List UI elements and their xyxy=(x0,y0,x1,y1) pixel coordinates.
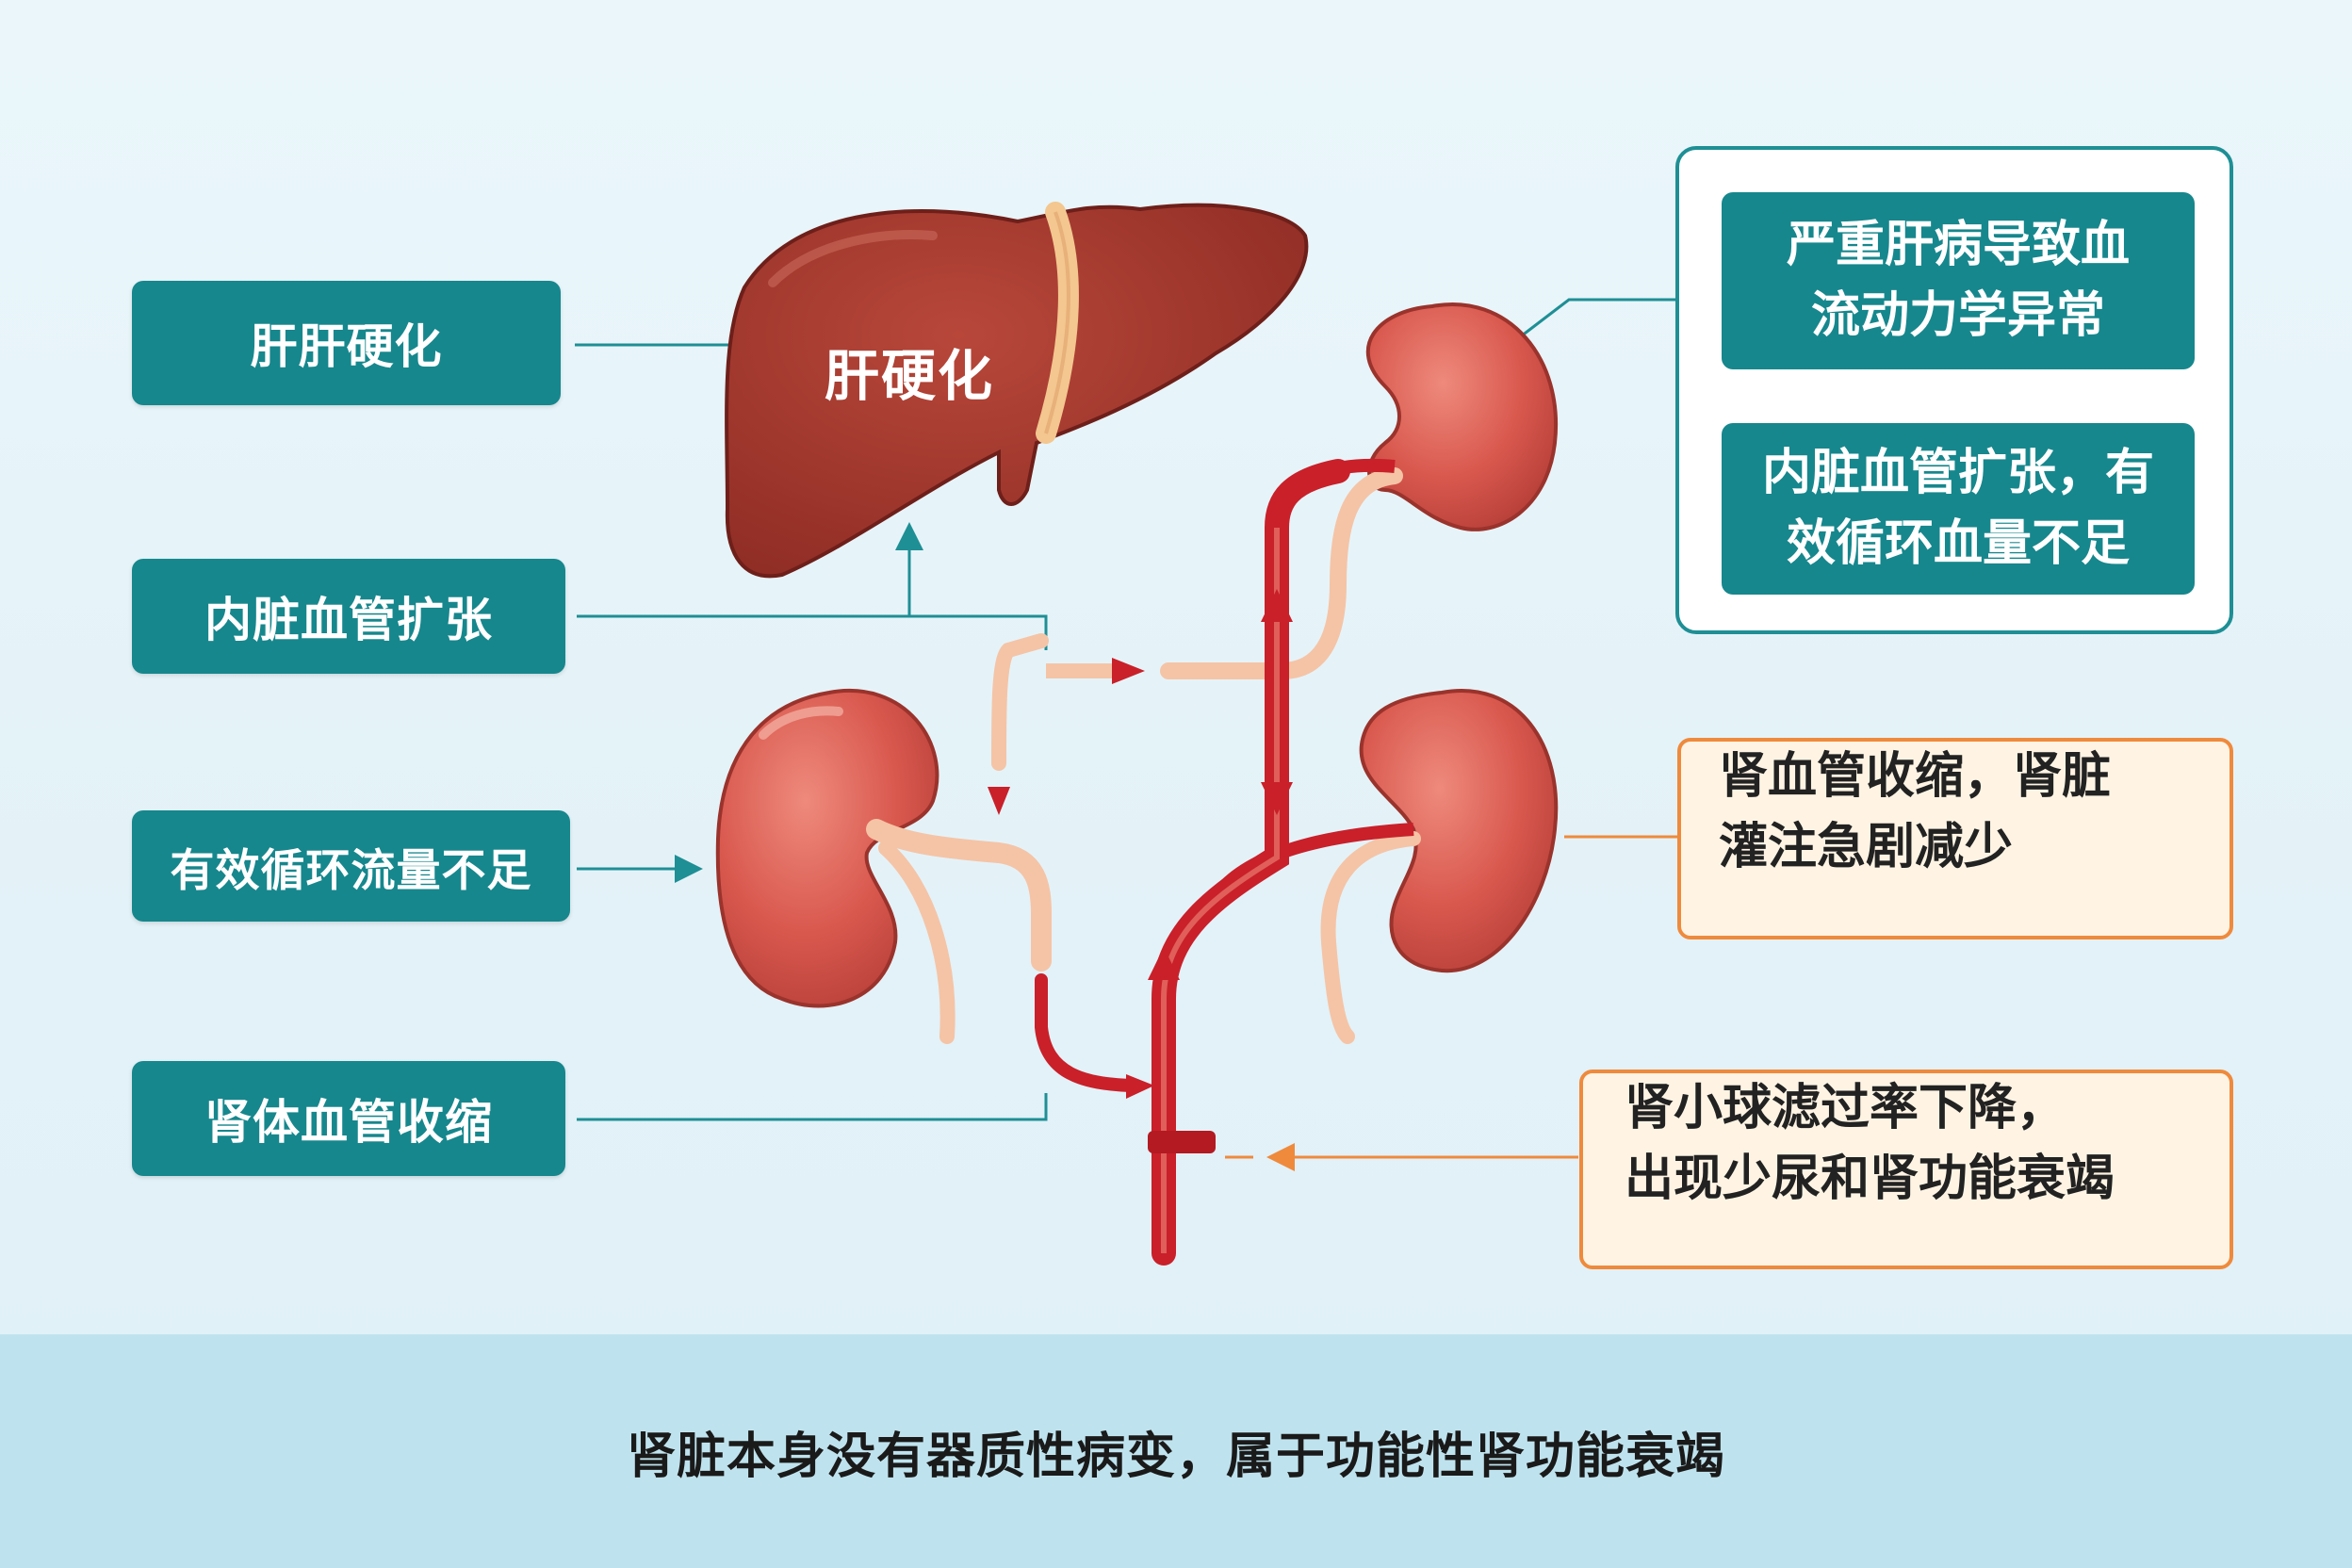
connector-visceral-dilation xyxy=(577,614,1048,650)
footer-band: 肾脏本身没有器质性病变，属于功能性肾功能衰竭 xyxy=(0,1334,2352,1568)
panel-item-visceral-dilation-line1: 内脏血管扩张，有 xyxy=(1761,444,2154,501)
label-liver-cirrhosis: 肝肝硬化 xyxy=(132,281,561,405)
label-effective-circulation-text: 有效循环流量不足 xyxy=(170,844,532,897)
label-visceral-vasodilation: 内脏血管扩张 xyxy=(132,559,565,674)
right-upper-kidney-graphic xyxy=(1160,302,1559,679)
panel-item-hemodynamic-line2: 流动力学异常 xyxy=(1810,287,2105,344)
right-mid-box-line2: 灌注急剧减少 xyxy=(1719,819,2014,876)
label-effective-circulation: 有效循环流量不足 xyxy=(132,810,570,922)
connector-renal-vasoconstriction xyxy=(577,1093,1048,1121)
footer-text: 肾脏本身没有器质性病变，属于功能性肾功能衰竭 xyxy=(626,1428,1725,1485)
aorta-graphic xyxy=(1148,459,1350,1266)
orange-connectors xyxy=(1225,835,1677,1171)
liver-graphic xyxy=(725,202,1309,579)
label-visceral-vasodilation-text: 内脏血管扩张 xyxy=(204,593,493,647)
right-bottom-box: 肾小球滤过率下降， 出现少尿和肾功能衰竭 xyxy=(1579,1070,2233,1269)
right-mid-box-line1: 肾血管收缩，肾脏 xyxy=(1719,748,2112,805)
right-bottom-box-line1: 肾小球滤过率下降， xyxy=(1625,1080,2066,1136)
label-renal-vasoconstriction: 肾体血管收缩 xyxy=(132,1061,565,1176)
connector-top-panel xyxy=(1516,298,1677,341)
right-bottom-box-line2: 出现少尿和肾功能衰竭 xyxy=(1625,1151,2115,1208)
right-top-panel: 严重肝病导致血 流动力学异常 内脏血管扩张，有 效循环血量不足 xyxy=(1675,146,2233,634)
right-mid-box: 肾血管收缩，肾脏 灌注急剧减少 xyxy=(1677,738,2233,939)
left-kidney-graphic xyxy=(715,633,1154,1099)
label-liver-cirrhosis-text: 肝肝硬化 xyxy=(250,319,443,374)
liver-label: 肝硬化 xyxy=(825,344,995,408)
panel-item-hemodynamic: 严重肝病导致血 流动力学异常 xyxy=(1722,192,2195,369)
panel-item-visceral-dilation: 内脏血管扩张，有 效循环血量不足 xyxy=(1722,423,2195,595)
panel-item-hemodynamic-line1: 严重肝病导致血 xyxy=(1786,216,2130,273)
right-lower-kidney-graphic xyxy=(1220,689,1559,1044)
label-renal-vasoconstriction-text: 肾体血管收缩 xyxy=(204,1095,493,1150)
panel-item-visceral-dilation-line2: 效循环血量不足 xyxy=(1786,515,2130,572)
